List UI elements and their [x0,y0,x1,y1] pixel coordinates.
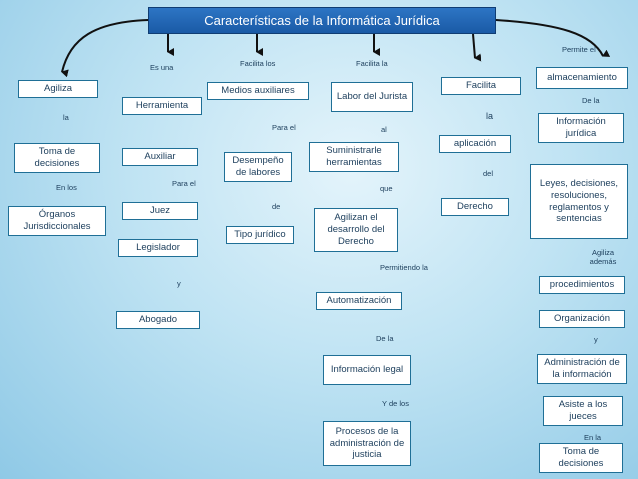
label-de-la-2: De la [582,96,600,105]
label-en-los: En los [56,183,77,192]
node-juez: Juez [122,202,198,220]
arrow-to-agiliza [61,19,149,78]
node-toma-de-decisiones-1: Toma de decisiones [14,143,100,173]
node-administracion-informacion: Administración de la información [537,354,627,384]
node-labor-del-jurista: Labor del Jurista [331,82,413,112]
label-facilita-la: Facilita la [356,59,388,68]
node-abogado: Abogado [116,311,200,329]
node-agiliza: Agiliza [18,80,98,98]
node-medios-auxiliares: Medios auxiliares [207,82,309,100]
node-procedimientos: procedimientos [539,276,625,294]
node-legislador: Legislador [118,239,198,257]
label-en-la: En la [584,433,602,442]
node-facilita: Facilita [441,77,521,95]
label-al: al [381,125,387,134]
node-auxiliar: Auxiliar [122,148,198,166]
node-aplicacion: aplicación [439,135,511,153]
label-la-2: la [486,111,494,121]
node-organos-jurisdiccionales: Órganos Jurisdiccionales [8,206,106,236]
label-y-de-los: Y de los [382,399,409,408]
label-y-1: y [177,279,181,288]
node-informacion-legal: Información legal [323,355,411,385]
node-tipo-juridico: Tipo jurídico [226,226,294,244]
diagram-title: Características de la Informática Jurídi… [148,7,496,34]
node-derecho: Derecho [441,198,509,216]
node-suministrarle-herramientas: Suministrarle herramientas [309,142,399,172]
node-informacion-juridica: Información jurídica [538,113,624,143]
label-es-una: Es una [150,63,174,72]
label-de-la-1: De la [376,334,394,343]
label-para-el-2: Para el [272,123,296,132]
label-la-1: la [63,113,69,122]
label-permitiendo-la: Permitiendo la [380,263,428,272]
label-del: del [483,169,494,178]
label-y-2: y [594,335,598,344]
label-que: que [380,184,393,193]
label-permite-el: Permite el [562,45,596,54]
label-para-el-1: Para el [172,179,196,188]
node-herramienta: Herramienta [122,97,202,115]
node-procesos-administracion: Procesos de la administración de justici… [323,421,411,466]
node-toma-de-decisiones-2: Toma de decisiones [539,443,623,473]
label-agiliza-ademas: Agiliza además [589,248,617,266]
node-almacenamiento: almacenamiento [536,67,628,89]
node-leyes-decisiones: Leyes, decisiones, resoluciones, reglame… [530,164,628,239]
node-asiste-a-los-jueces: Asiste a los jueces [543,396,623,426]
arrow-to-facilita [472,33,482,62]
label-de: de [272,202,281,211]
label-facilita-los: Facilita los [240,59,276,68]
node-agilizan-desarrollo: Agilizan el desarrollo del Derecho [314,208,398,252]
arrow-to-permite [495,19,611,57]
node-desempeno-de-labores: Desempeño de labores [224,152,292,182]
node-organizacion: Organización [539,310,625,328]
node-automatizacion: Automatización [316,292,402,310]
